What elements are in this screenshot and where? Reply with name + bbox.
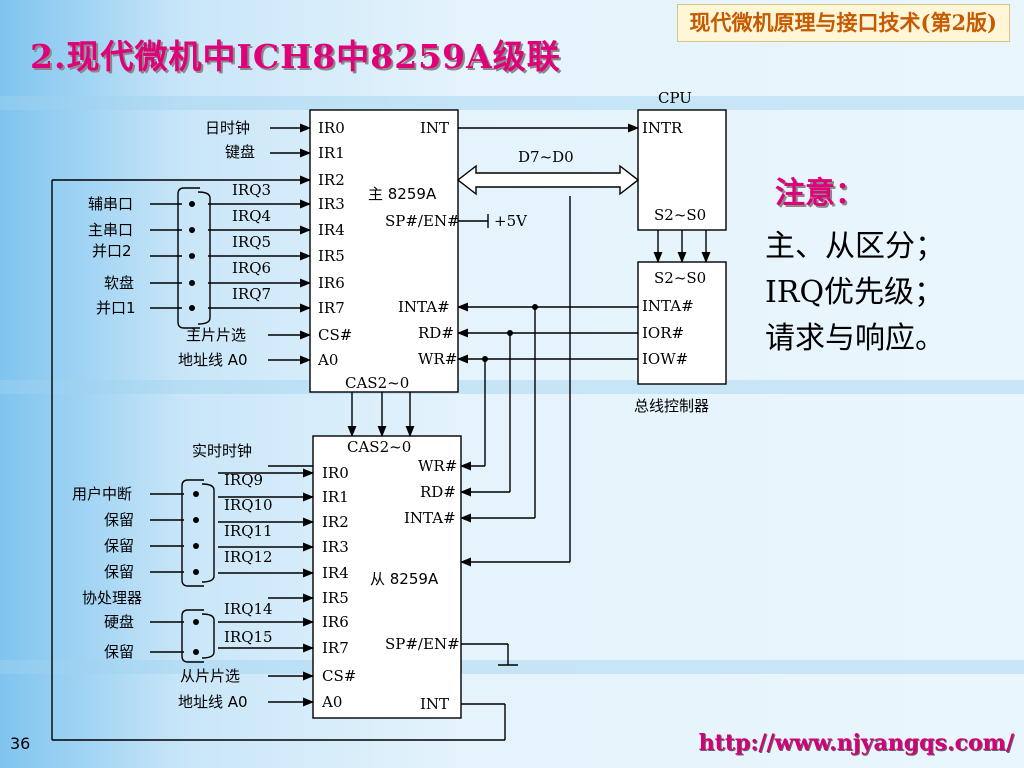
master-source-floppy: 软盘 <box>104 274 134 292</box>
note-line-1: 主、从区分； <box>765 229 945 264</box>
master-pin-ir3: IR3 <box>318 195 345 213</box>
slave-pin-ir6: IR6 <box>322 613 349 631</box>
master-irq-4: IRQ4 <box>232 207 271 225</box>
slave-pin-a0: A0 <box>321 693 342 711</box>
slave-pin-ir7: IR7 <box>322 639 349 657</box>
master-source-main-serial: 主串口 <box>88 221 133 239</box>
cpu-pin-intr: INTR <box>642 119 683 137</box>
master-8259a-box <box>309 109 459 393</box>
slave-pin-ir0: IR0 <box>322 464 349 482</box>
master-source-keyboard: 键盘 <box>225 143 255 161</box>
bus-ctrl-pin-inta: INTA# <box>642 297 694 315</box>
cpu-box <box>637 109 727 231</box>
book-title-badge: 现代微机原理与接口技术(第2版) <box>676 4 1010 42</box>
slave-irq-10: IRQ10 <box>224 496 273 514</box>
master-pin-ir6: IR6 <box>318 274 345 292</box>
slave-source-chip-select: 从片片选 <box>180 667 240 685</box>
master-pin-sp: SP#/EN# <box>385 212 460 230</box>
slave-irq-12: IRQ12 <box>224 548 273 566</box>
slave-pin-inta: INTA# <box>404 509 456 527</box>
slave-source-reserved-1: 保留 <box>104 511 134 529</box>
slave-pin-ir5: IR5 <box>322 589 349 607</box>
master-chip-name: 主 8259A <box>368 185 437 203</box>
slave-pin-wr: WR# <box>418 457 457 475</box>
slave-source-coprocessor: 协处理器 <box>82 589 142 607</box>
master-pin-a0: A0 <box>317 351 338 369</box>
slave-irq-11: IRQ11 <box>224 522 273 540</box>
bus-ctrl-pin-s: S2~S0 <box>654 269 706 287</box>
cpu-label: CPU <box>658 89 692 107</box>
bus-controller-box <box>637 261 727 385</box>
master-source-parallel2: 并口2 <box>92 242 132 260</box>
slave-pin-cs: CS# <box>322 667 356 685</box>
note-line-3: 请求与响应。 <box>765 321 945 356</box>
slave-source-reserved-4: 保留 <box>104 643 134 661</box>
master-irq-7: IRQ7 <box>232 285 271 303</box>
slave-pin-ir3: IR3 <box>322 538 349 556</box>
note-line-2: IRQ优先级； <box>765 275 945 310</box>
master-source-clock: 日时钟 <box>205 119 250 137</box>
bus-ctrl-label: 总线控制器 <box>634 397 709 415</box>
slave-pin-ir4: IR4 <box>322 564 349 582</box>
slave-source-user-int: 用户中断 <box>72 485 132 503</box>
slave-pin-sp: SP#/EN# <box>385 635 460 653</box>
master-source-address-a0: 地址线 A0 <box>178 351 248 369</box>
master-pin-ir7: IR7 <box>318 299 345 317</box>
master-pin-inta: INTA# <box>398 298 450 316</box>
master-pin-cas: CAS2~0 <box>345 374 409 392</box>
slave-pin-cas: CAS2~0 <box>347 438 411 456</box>
slide-title: 2.现代微机中ICH8中8259A级联 <box>30 37 561 76</box>
master-source-chip-select: 主片片选 <box>186 326 246 344</box>
note-heading: 注意： <box>775 176 865 211</box>
slave-pin-ir1: IR1 <box>322 488 349 506</box>
page-number: 36 <box>10 734 31 753</box>
data-bus-label: D7~D0 <box>518 148 574 166</box>
master-vcc-label: +5V <box>494 212 528 230</box>
master-irq-6: IRQ6 <box>232 259 271 277</box>
footer-url-link[interactable]: http://www.njyangqs.com/ <box>698 730 1014 756</box>
master-pin-ir5: IR5 <box>318 247 345 265</box>
master-pin-wr: WR# <box>418 350 457 368</box>
slave-pin-rd: RD# <box>420 483 456 501</box>
master-pin-ir2: IR2 <box>318 171 345 189</box>
slave-pin-int: INT <box>420 695 449 713</box>
master-source-aux-serial: 辅串口 <box>88 195 133 213</box>
master-pin-ir1: IR1 <box>318 144 345 162</box>
cpu-pin-s: S2~S0 <box>654 206 706 224</box>
slave-source-reserved-3: 保留 <box>104 563 134 581</box>
master-pin-rd: RD# <box>418 324 454 342</box>
master-irq-5: IRQ5 <box>232 233 271 251</box>
slave-irq-15: IRQ15 <box>224 628 273 646</box>
slave-irq-9: IRQ9 <box>224 471 263 489</box>
slave-source-reserved-2: 保留 <box>104 537 134 555</box>
master-source-parallel1: 并口1 <box>96 299 136 317</box>
master-pin-ir4: IR4 <box>318 221 345 239</box>
master-pin-cs: CS# <box>318 326 352 344</box>
master-irq-3: IRQ3 <box>232 181 271 199</box>
master-pin-int: INT <box>420 119 449 137</box>
slave-chip-name: 从 8259A <box>370 570 439 588</box>
slave-irq-14: IRQ14 <box>224 600 273 618</box>
bus-ctrl-pin-ior: IOR# <box>642 324 684 342</box>
slave-source-rtc: 实时时钟 <box>192 442 252 460</box>
bus-ctrl-pin-iow: IOW# <box>642 350 688 368</box>
slave-source-hdd: 硬盘 <box>104 613 134 631</box>
slave-8259a-box <box>312 435 462 719</box>
slave-pin-ir2: IR2 <box>322 513 349 531</box>
slave-source-address-a0: 地址线 A0 <box>178 693 248 711</box>
master-pin-ir0: IR0 <box>318 119 345 137</box>
data-bus-arrow <box>456 164 640 196</box>
